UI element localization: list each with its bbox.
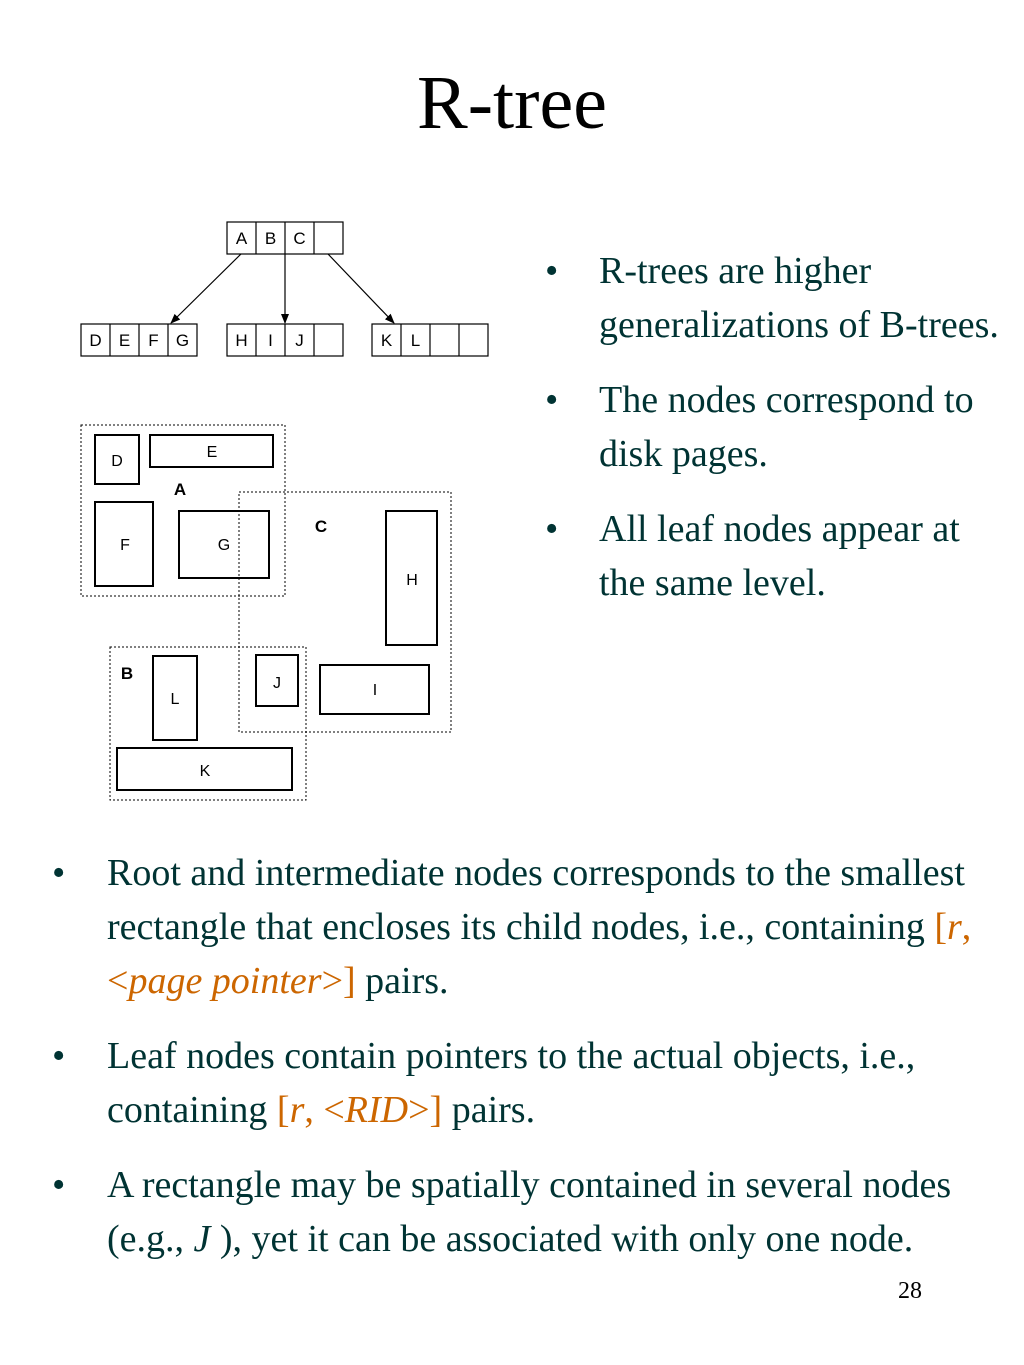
leaf-node: D E F G — [80, 323, 198, 357]
root-key: B — [265, 229, 276, 248]
rect-d — [94, 434, 140, 485]
leaf-key: L — [411, 331, 420, 350]
rect-i — [319, 664, 430, 715]
leaf-key: J — [295, 331, 304, 350]
root-key: C — [293, 229, 305, 248]
pointer-arrow — [327, 253, 395, 324]
rect-j — [255, 654, 299, 707]
rect-label: G — [218, 537, 230, 554]
rect-label: L — [171, 691, 180, 708]
rect-l — [152, 655, 198, 741]
bullet-marker: • — [545, 508, 559, 550]
page-number: 28 — [898, 1278, 922, 1304]
rect-e — [149, 434, 274, 468]
pointer-arrow — [170, 253, 242, 324]
bullet-marker: • — [545, 379, 559, 421]
bottom-bullet-list: • Root and intermediate nodes correspond… — [52, 846, 997, 1287]
bullet-marker: • — [52, 1035, 66, 1077]
bullet-item: • Root and intermediate nodes correspond… — [52, 846, 997, 1008]
rect-h — [385, 510, 438, 646]
region-c — [238, 491, 452, 733]
bullet-item: • Leaf nodes contain pointers to the act… — [52, 1029, 997, 1137]
example-node-name: J — [193, 1218, 211, 1260]
slide-title: R-tree — [417, 61, 607, 145]
leaf-key: K — [381, 331, 393, 350]
bullet-item: • R-trees are higher generalizations of … — [545, 244, 1005, 352]
region-label: A — [174, 480, 186, 499]
rect-label: H — [406, 572, 418, 589]
rect-f — [94, 501, 154, 587]
bullet-marker: • — [52, 852, 66, 894]
leaf-node: K L — [371, 323, 489, 357]
root-node: A B C — [226, 221, 344, 255]
region-label: C — [315, 517, 327, 536]
rect-g — [178, 510, 270, 579]
leaf-node: H I J — [226, 323, 344, 357]
bullet-text: Root and intermediate nodes corresponds … — [107, 852, 972, 1002]
rect-label: F — [120, 537, 130, 554]
rect-label: I — [373, 682, 377, 699]
rect-label: E — [207, 444, 218, 461]
leaf-key: F — [148, 331, 158, 350]
bullet-item: • All leaf nodes appear at the same leve… — [545, 502, 1005, 610]
bullet-text: R-trees are higher generalizations of B-… — [599, 250, 999, 346]
rect-label: J — [273, 675, 281, 692]
rect-label: D — [111, 453, 123, 470]
bullet-item: • The nodes correspond to disk pages. — [545, 373, 1005, 481]
rtree-diagram: A B C D E F G H I J K L — [80, 221, 489, 801]
bullet-item: • A rectangle may be spatially contained… — [52, 1158, 997, 1266]
leaf-key: E — [119, 331, 130, 350]
leaf-key: H — [235, 331, 247, 350]
bullet-text: The nodes correspond to disk pages. — [599, 379, 974, 475]
leaf-key: G — [176, 331, 189, 350]
pair-notation: [r, <RID>] — [276, 1089, 443, 1131]
rect-k — [116, 747, 293, 791]
pair-notation: [r, <page pointer>] — [107, 906, 972, 1002]
right-bullet-list: • R-trees are higher generalizations of … — [545, 244, 1005, 631]
region-label: B — [121, 664, 133, 683]
leaf-key: D — [89, 331, 101, 350]
leaf-key: I — [268, 331, 273, 350]
region-b — [109, 646, 307, 801]
bullet-marker: • — [545, 250, 559, 292]
bullet-text: A rectangle may be spatially contained i… — [107, 1164, 952, 1260]
bullet-marker: • — [52, 1164, 66, 1206]
rect-label: K — [200, 763, 211, 780]
root-key: A — [236, 229, 248, 248]
bullet-text: All leaf nodes appear at the same level. — [599, 508, 960, 604]
bullet-text: Leaf nodes contain pointers to the actua… — [107, 1035, 916, 1131]
region-a — [80, 424, 286, 597]
